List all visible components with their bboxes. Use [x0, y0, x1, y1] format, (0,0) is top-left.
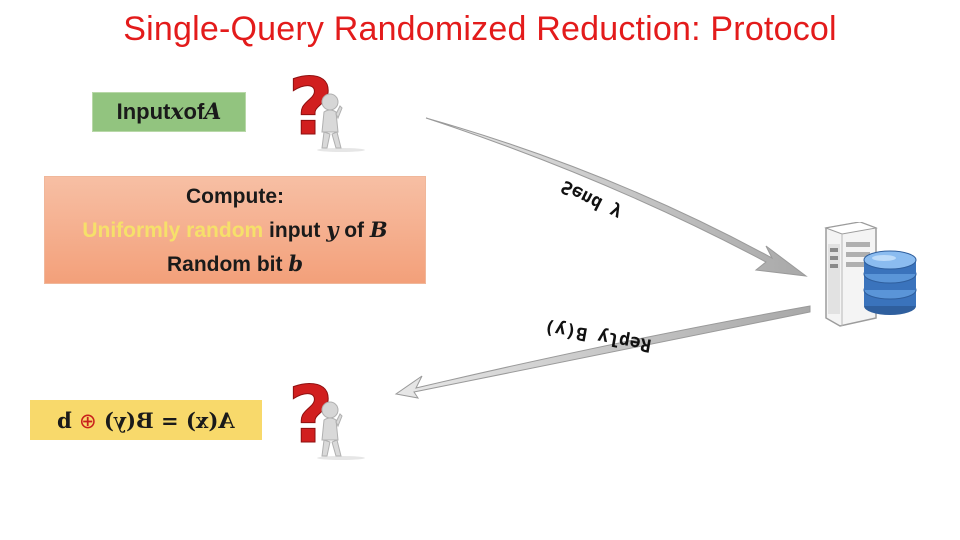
person-question-icon-top: ?	[288, 68, 365, 152]
compute-var-b: B	[369, 216, 388, 242]
compute-var-y: y	[326, 216, 339, 242]
compute-line-random-input: Uniformly random input y of B	[82, 213, 387, 247]
random-bit-text: Random bit	[166, 252, 289, 276]
uniformly-random-label: Uniformly random	[82, 218, 264, 242]
input-box-prefix: Input	[116, 99, 171, 124]
person-question-icon-bottom: ?	[288, 376, 365, 460]
reply-arrow	[394, 305, 811, 399]
compute-input-text: input	[263, 218, 327, 242]
svg-text:?: ?	[288, 376, 333, 460]
server-database-icon	[824, 222, 917, 327]
send-arrow	[425, 117, 808, 277]
send-label: Send y	[558, 176, 626, 224]
input-box: Input x of A	[92, 92, 246, 132]
compute-heading: Compute:	[186, 184, 284, 208]
compute-var-bit-b: b	[288, 250, 303, 276]
input-var-a: A	[204, 99, 222, 125]
input-box-mid: of	[183, 99, 205, 124]
compute-line-random-bit: Random bit b	[167, 247, 303, 281]
compute-of-text: of	[338, 218, 370, 242]
page-title: Single-Query Randomized Reduction: Proto…	[123, 10, 837, 48]
input-var-x: x	[170, 99, 184, 125]
output-box: A(x) = B(y) ⊕ b	[30, 400, 262, 440]
compute-box: Compute: Uniformly random input y of B R…	[44, 176, 426, 284]
